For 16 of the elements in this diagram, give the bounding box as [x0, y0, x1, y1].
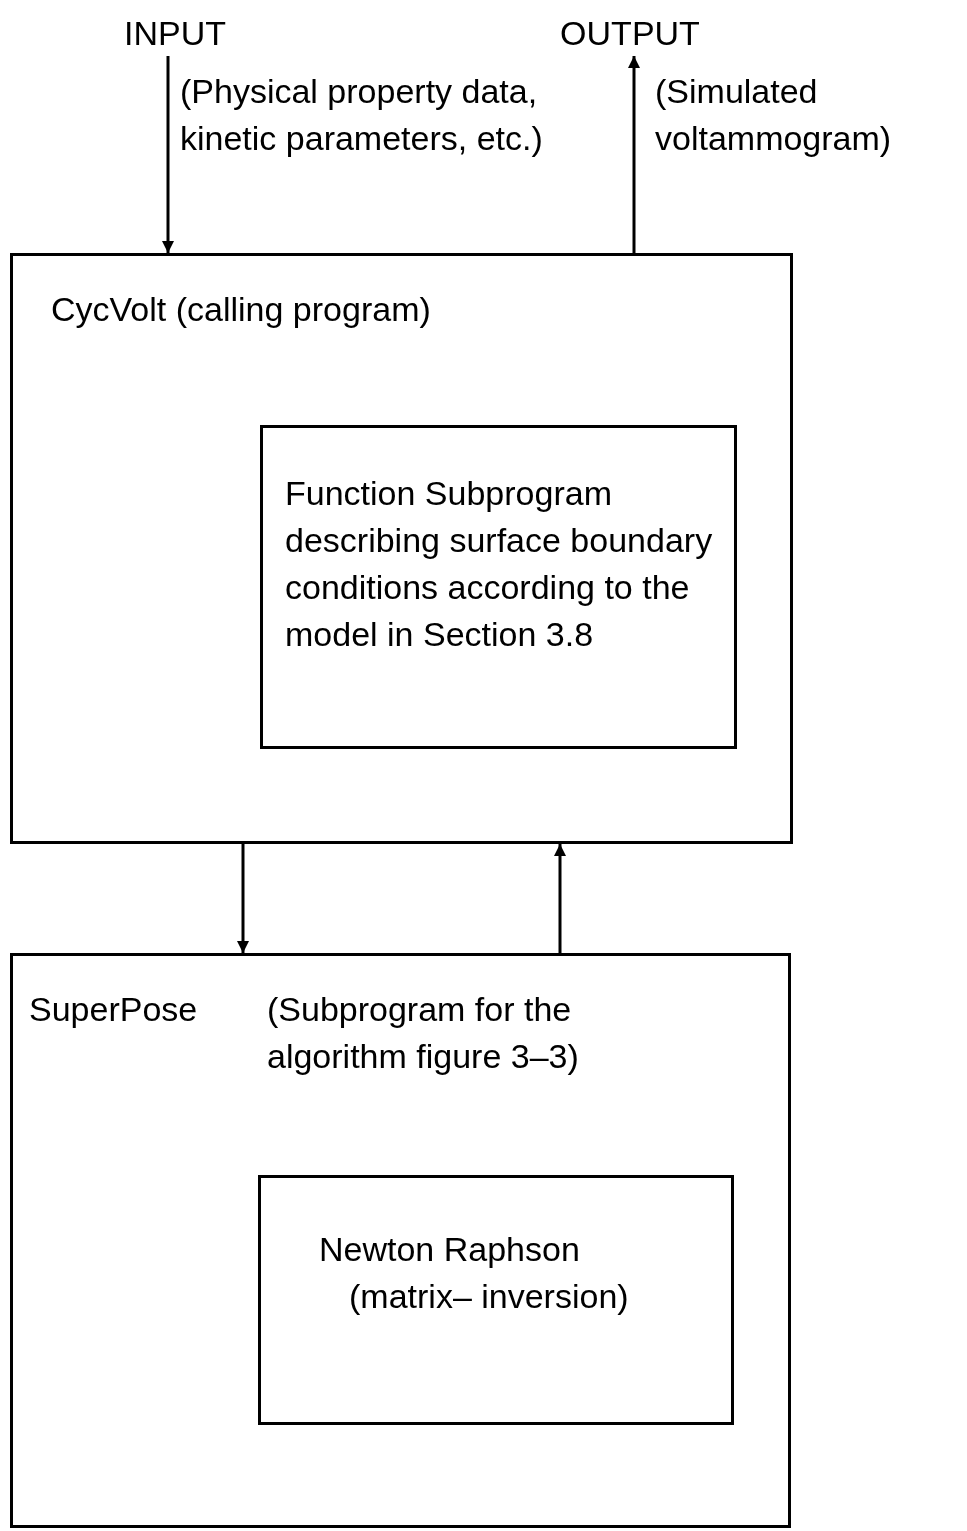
process-box [10, 953, 791, 1528]
box-text: (Subprogram for the algorithm figure 3–3) [267, 989, 580, 1077]
box-text: (matrix– inversion) [349, 1276, 630, 1317]
process-box [258, 1175, 734, 1425]
box-text: Function Subprogram describing surface boundary conditions according to the model in Section 3.8 [285, 473, 714, 655]
io-label: INPUT [123, 13, 227, 54]
box-text: Newton Raphson [319, 1229, 581, 1270]
arrow [162, 56, 174, 253]
process-box [260, 425, 737, 749]
arrow [237, 844, 249, 953]
arrow [554, 844, 566, 953]
io-label: OUTPUT [559, 13, 701, 54]
process-box [10, 253, 793, 844]
box-text: CycVolt (calling program) [51, 289, 432, 330]
arrow [628, 56, 640, 253]
box-text: SuperPose [29, 989, 199, 1030]
